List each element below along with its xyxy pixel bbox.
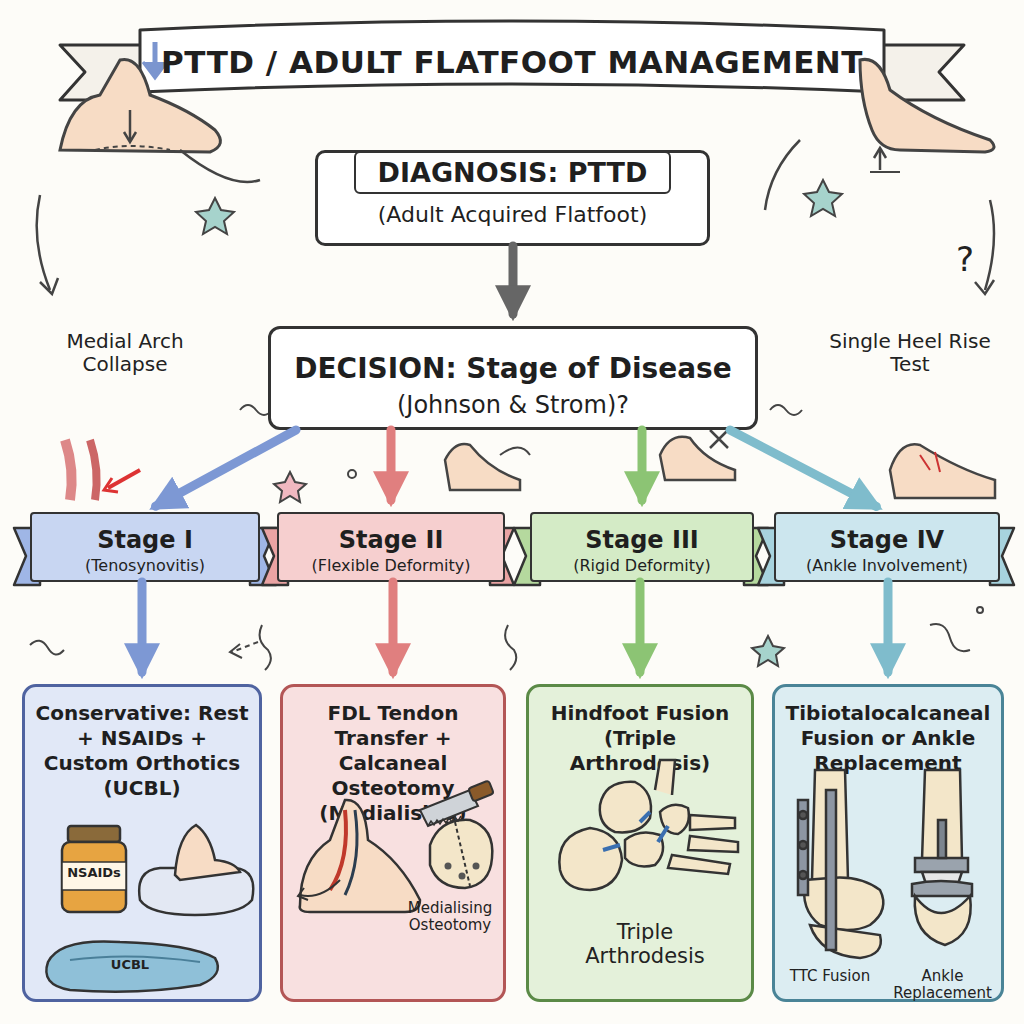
node-heading: FDL Tendon Transfer + Calcaneal Osteotom… bbox=[291, 701, 495, 826]
decision-box: DECISION: Stage of Disease (Johnson & Str… bbox=[268, 326, 758, 430]
node-heading: Stage III bbox=[585, 526, 699, 554]
stage-ribbon: Stage I (Tenosynovitis) bbox=[30, 512, 260, 582]
node-heading: Hindfoot Fusion (Triple Arthrodesis) bbox=[537, 701, 743, 776]
question-mark: ? bbox=[945, 240, 985, 279]
node-subtext: (Ankle Involvement) bbox=[806, 556, 968, 575]
diagnosis-box: DIAGNOSIS: PTTD (Adult Acquired Flatfoot) bbox=[315, 150, 710, 246]
treatment-box: FDL Tendon Transfer + Calcaneal Osteotom… bbox=[280, 684, 506, 1002]
flow-arrow bbox=[884, 582, 893, 672]
insole-label: UCBL bbox=[100, 958, 160, 973]
node-heading: Conservative: Rest + NSAIDs + Custom Ort… bbox=[33, 701, 251, 801]
flow-arrow bbox=[509, 246, 518, 314]
flow-arrow bbox=[730, 430, 876, 506]
treatment-box: Conservative: Rest + NSAIDs + Custom Ort… bbox=[22, 684, 262, 1002]
node-heading: Stage I bbox=[97, 526, 193, 554]
node-subtext: (Rigid Deformity) bbox=[573, 556, 711, 575]
flow-arrow bbox=[636, 582, 645, 672]
treatment-box: Tibiotalocalcaneal Fusion or Ankle Repla… bbox=[772, 684, 1004, 1002]
flow-arrow bbox=[156, 430, 296, 506]
node-subtext: (Flexible Deformity) bbox=[312, 556, 471, 575]
stage-ribbon: Stage III (Rigid Deformity) bbox=[530, 512, 754, 582]
stage-ribbon: Stage IV (Ankle Involvement) bbox=[774, 512, 1000, 582]
node-subtext: (Tenosynovitis) bbox=[85, 556, 205, 575]
node-heading: Stage II bbox=[339, 526, 444, 554]
tendon-icon bbox=[65, 440, 140, 500]
part-label: Ankle Replacement bbox=[885, 968, 1000, 1003]
part-label: TTC Fusion bbox=[780, 968, 880, 985]
flow-arrow bbox=[138, 582, 147, 672]
flow-arrow bbox=[389, 582, 398, 672]
foot-illustration bbox=[765, 59, 994, 294]
bottle-label: NSAIDs bbox=[56, 866, 132, 881]
decoration bbox=[30, 180, 983, 670]
title-ribbon bbox=[140, 21, 884, 92]
callout-label: Single Heel Rise Test bbox=[820, 330, 1000, 376]
foot-icon bbox=[445, 430, 995, 498]
ribbon-tail bbox=[874, 45, 964, 100]
node-subtext: (Johnson & Strom)? bbox=[397, 391, 629, 419]
title-text: PTTD / ADULT FLATFOOT MANAGEMENT bbox=[150, 34, 874, 90]
flow-arrow bbox=[387, 430, 396, 500]
node-heading: DIAGNOSIS: PTTD bbox=[354, 151, 672, 194]
node-heading: Stage IV bbox=[830, 526, 944, 554]
node-heading: DECISION: Stage of Disease bbox=[294, 352, 732, 385]
ribbon-tail bbox=[60, 45, 150, 100]
node-subtext: (Adult Acquired Flatfoot) bbox=[378, 202, 647, 227]
node-heading: Tibiotalocalcaneal Fusion or Ankle Repla… bbox=[783, 701, 993, 776]
part-label: Medialising Osteotomy bbox=[396, 900, 504, 935]
flow-arrow bbox=[638, 430, 647, 500]
callout-label: Medial Arch Collapse bbox=[40, 330, 210, 376]
stage-ribbon: Stage II (Flexible Deformity) bbox=[277, 512, 505, 582]
part-label: Triple Arthrodesis bbox=[560, 920, 730, 968]
